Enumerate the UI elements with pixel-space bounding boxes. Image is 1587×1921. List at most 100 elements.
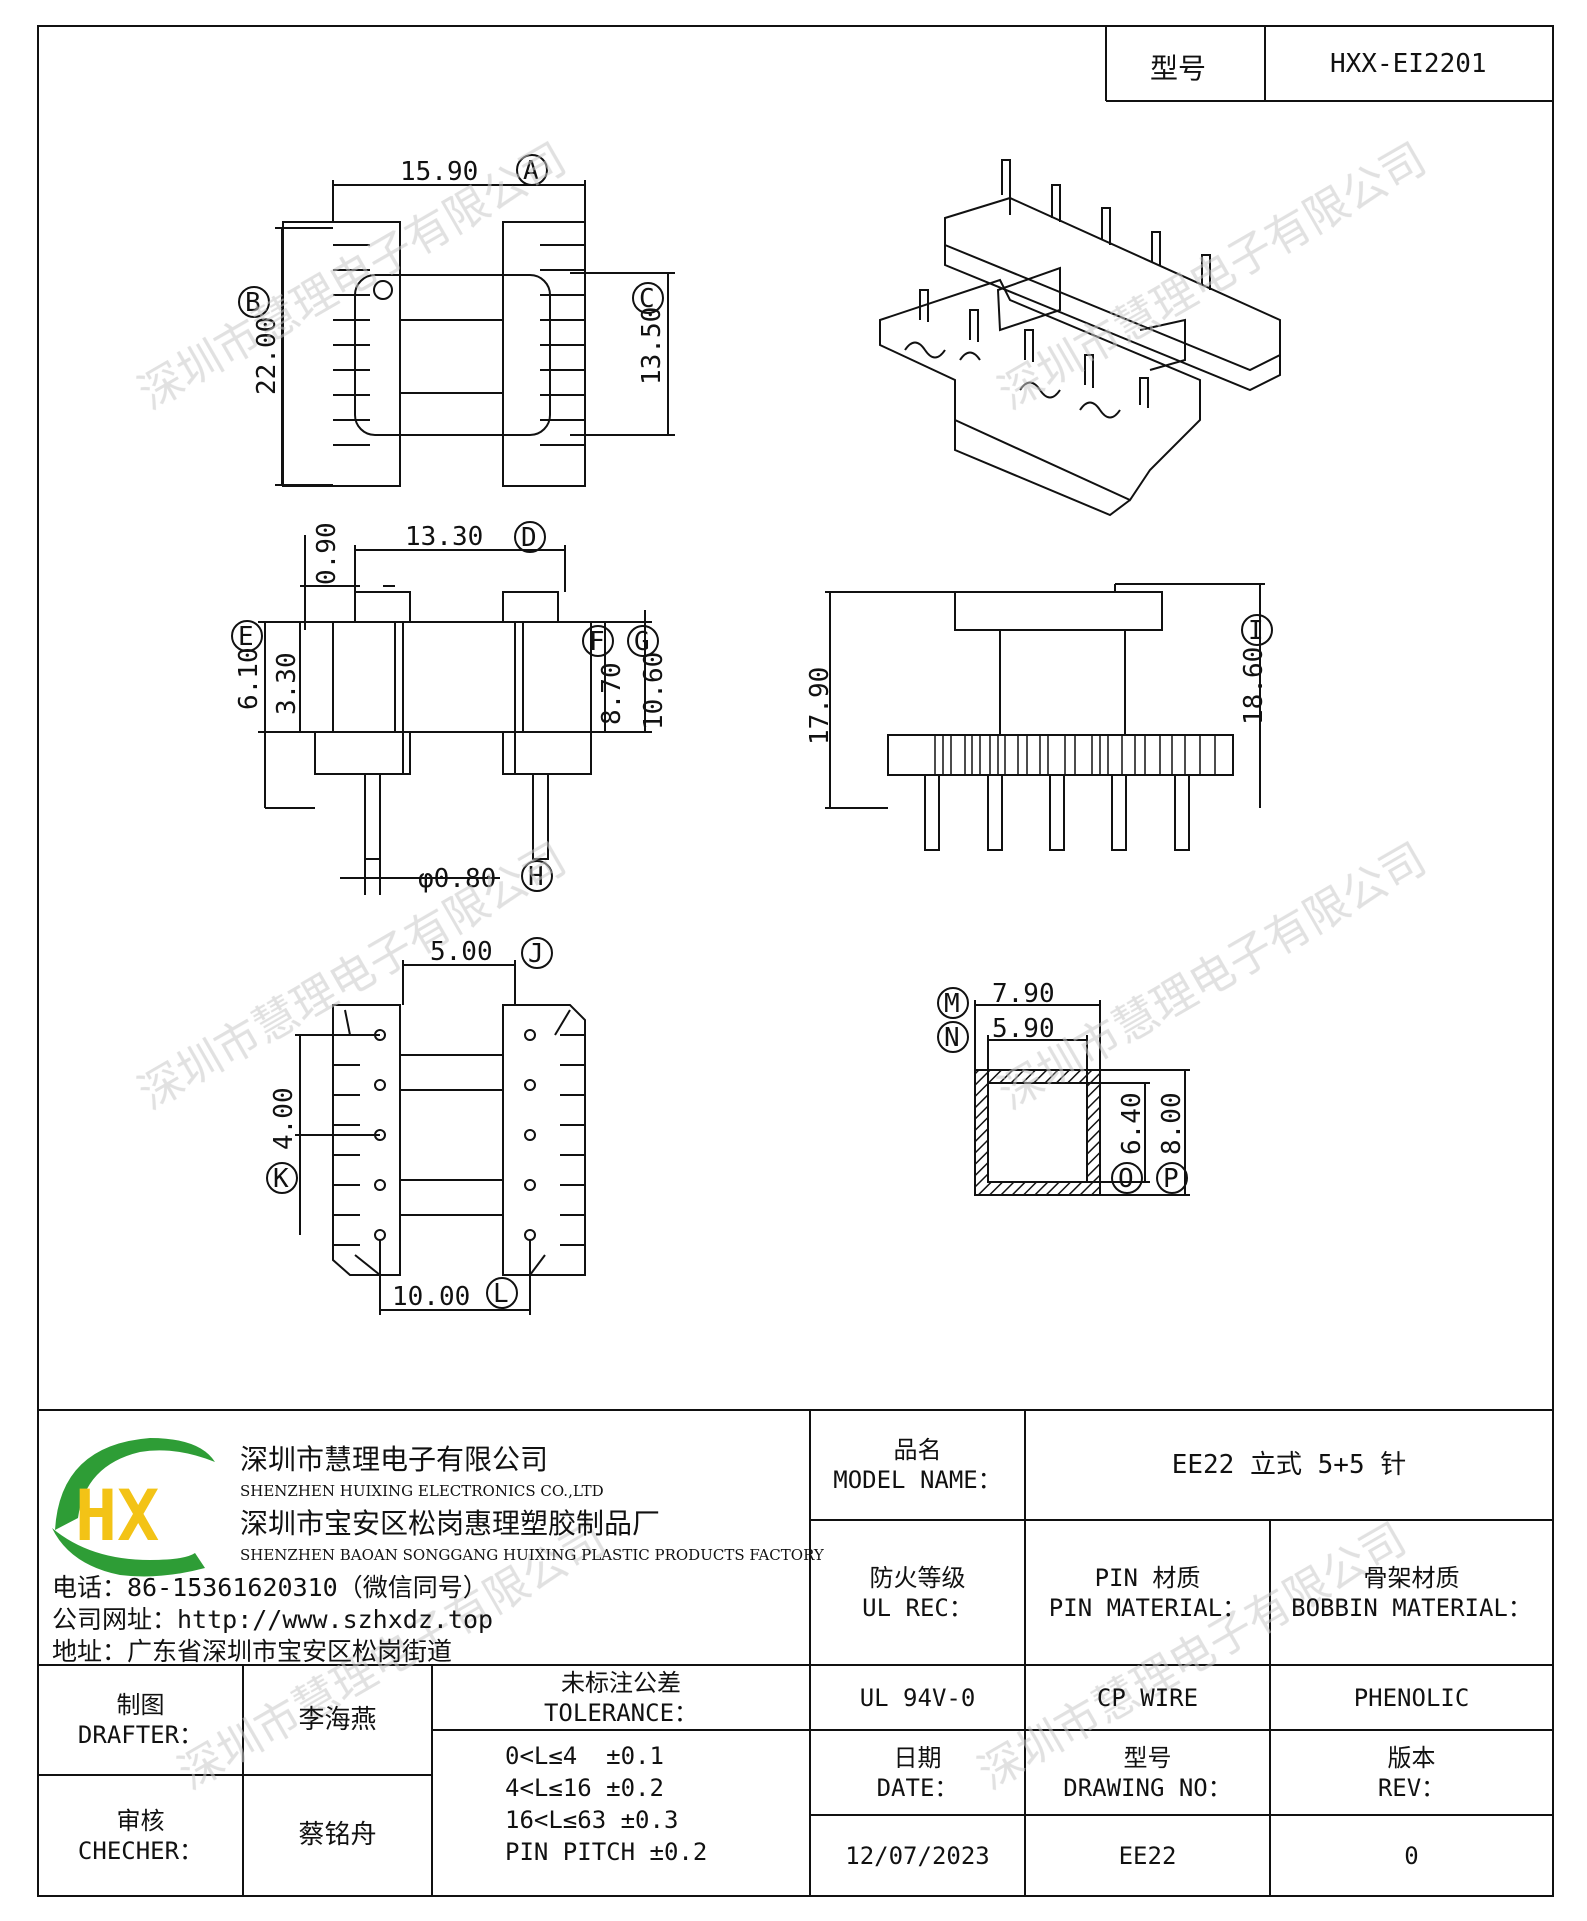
company-address: 地址：广东省深圳市宝安区松岗街道 [52, 1637, 453, 1666]
cell-checker-name: 蔡铭舟 [243, 1775, 432, 1896]
cell-pin-value: CP WIRE [1025, 1665, 1270, 1730]
dim-p-tag: P [1163, 1164, 1179, 1194]
dim-d-tag: D [521, 523, 537, 553]
cell-model-name-label: 品名 MODEL NAME： [810, 1410, 1025, 1520]
bobbin-value: PHENOLIC [1353, 1683, 1470, 1712]
cell-checker-label: 审核 CHECHER： [38, 1775, 243, 1896]
cell-ul-label: 防火等级 UL REC： [810, 1520, 1025, 1665]
drawing-en: DRAWING NO： [1063, 1773, 1232, 1802]
top-view [275, 180, 675, 487]
watermark-4: 深圳市慧理电子有限公司 [990, 833, 1435, 1119]
dim-k-tag: K [273, 1164, 289, 1194]
dim-b-tag: B [245, 288, 261, 318]
tolerance-en: TOLERANCE： [543, 1698, 699, 1727]
ul-cn: 防火等级 [869, 1563, 966, 1592]
dim-c-tag: C [639, 284, 655, 314]
dim-800: 8.00 [1157, 1092, 1187, 1155]
dim-610: 6.10 [234, 647, 264, 710]
side-view [825, 583, 1265, 851]
pin-en: PIN MATERIAL： [1048, 1593, 1247, 1622]
checker-en: CHECHER： [77, 1836, 204, 1865]
header-model-label: 型号 [1150, 52, 1207, 85]
model-name-cn: 品名 [893, 1436, 942, 1464]
tolerance-item: 16<L≤63 ±0.3 [505, 1806, 679, 1834]
tolerance-item: 0<L≤4 ±0.1 [505, 1742, 664, 1770]
dim-n-value: 5.90 [992, 1014, 1055, 1044]
dim-g-tag: G [634, 627, 650, 657]
cell-drawing-value: EE22 [1025, 1815, 1270, 1896]
title-block-grid [38, 1409, 1553, 1896]
model-name-value: EE22 立式 5+5 针 [1171, 1449, 1407, 1480]
cell-rev-value: 0 [1270, 1815, 1553, 1896]
dim-n-tag: N [944, 1023, 960, 1053]
cell-drafter-name: 李海燕 [243, 1665, 432, 1775]
dim-l-value: 10.00 [392, 1282, 470, 1312]
checker-name: 蔡铭舟 [298, 1820, 377, 1851]
dim-o-tag: O [1118, 1164, 1134, 1194]
drawing-value: EE22 [1118, 1841, 1177, 1870]
dim-m-value: 7.90 [992, 979, 1055, 1009]
date-value: 12/07/2023 [845, 1841, 990, 1870]
company-name-en: SHENZHEN HUIXING ELECTRONICS CO.,LTD [240, 1482, 604, 1500]
rev-en: REV： [1377, 1773, 1446, 1802]
cell-model-name-value: EE22 立式 5+5 针 [1025, 1410, 1553, 1520]
cell-drafter-label: 制图 DRAFTER： [38, 1665, 243, 1775]
model-name-en: MODEL NAME： [833, 1466, 1002, 1494]
watermark-1: 深圳市慧理电子有限公司 [130, 133, 575, 419]
dim-090: 0.90 [312, 522, 342, 585]
pin-cn: PIN 材质 [1094, 1563, 1201, 1592]
dim-640: 6.40 [1117, 1092, 1147, 1155]
company-logo: HX [52, 1438, 215, 1577]
cell-rev-label: 版本 REV： [1270, 1730, 1553, 1815]
dim-b-value: 22.00 [252, 317, 282, 395]
logo-letters: HX [75, 1475, 159, 1557]
watermark-2: 深圳市慧理电子有限公司 [990, 133, 1435, 419]
watermark-3: 深圳市慧理电子有限公司 [130, 833, 575, 1119]
cell-drawing-label: 型号 DRAWING NO： [1025, 1730, 1270, 1815]
company-name-cn: 深圳市慧理电子有限公司 [240, 1443, 549, 1476]
dim-h-value: φ0.80 [418, 864, 496, 894]
tolerance-item: PIN PITCH ±0.2 [505, 1838, 708, 1866]
cell-date-value: 12/07/2023 [810, 1815, 1025, 1896]
dim-l-tag: L [493, 1279, 509, 1309]
ul-en: UL REC： [862, 1593, 973, 1622]
dim-f-tag: F [589, 627, 605, 657]
dim-e-tag: E [238, 622, 254, 652]
rev-cn: 版本 [1387, 1743, 1436, 1772]
cell-ul-value: UL 94V-0 [810, 1665, 1025, 1730]
dim-1790: 17.90 [805, 667, 835, 745]
dim-a-tag: A [523, 156, 539, 186]
checker-cn: 审核 [116, 1806, 165, 1835]
cell-bobbin-value: PHENOLIC [1270, 1665, 1553, 1730]
section-view [974, 1000, 1190, 1196]
cell-date-label: 日期 DATE： [810, 1730, 1025, 1815]
dim-a-value: 15.90 [400, 157, 478, 187]
dim-i-tag: I [1248, 616, 1264, 646]
dim-870: 8.70 [597, 662, 627, 725]
dim-1060: 10.60 [639, 652, 669, 730]
isometric-view [879, 159, 1281, 517]
dim-j-value: 5.00 [430, 937, 493, 967]
cell-tolerance-label: 未标注公差 TOLERANCE： [432, 1665, 810, 1730]
dim-330: 3.30 [272, 652, 302, 715]
cell-bobbin-label: 骨架材质 BOBBIN MATERIAL： [1270, 1520, 1553, 1665]
bobbin-cn: 骨架材质 [1363, 1563, 1460, 1592]
dim-j-tag: J [528, 939, 544, 969]
company-phone: 电话：86-15361620310（微信同号） [52, 1573, 488, 1602]
rev-value: 0 [1404, 1841, 1419, 1870]
dim-m-tag: M [944, 989, 960, 1019]
dim-h-tag: H [528, 862, 544, 892]
pin-value: CP WIRE [1096, 1683, 1199, 1712]
date-en: DATE： [876, 1773, 959, 1802]
drafter-cn: 制图 [116, 1691, 165, 1719]
tolerance-cn: 未标注公差 [561, 1668, 681, 1697]
factory-name-en: SHENZHEN BAOAN SONGGANG HUIXING PLASTIC … [240, 1546, 824, 1564]
ul-value: UL 94V-0 [859, 1683, 976, 1712]
drawing-cn: 型号 [1123, 1743, 1172, 1772]
header-model-value: HXX-EI2201 [1330, 49, 1487, 79]
tolerance-list: 0<L≤4 ±0.1 4<L≤16 ±0.2 16<L≤63 ±0.3 PIN … [505, 1740, 707, 1868]
dim-c-value: 13.50 [637, 307, 667, 385]
front-view [258, 535, 652, 895]
